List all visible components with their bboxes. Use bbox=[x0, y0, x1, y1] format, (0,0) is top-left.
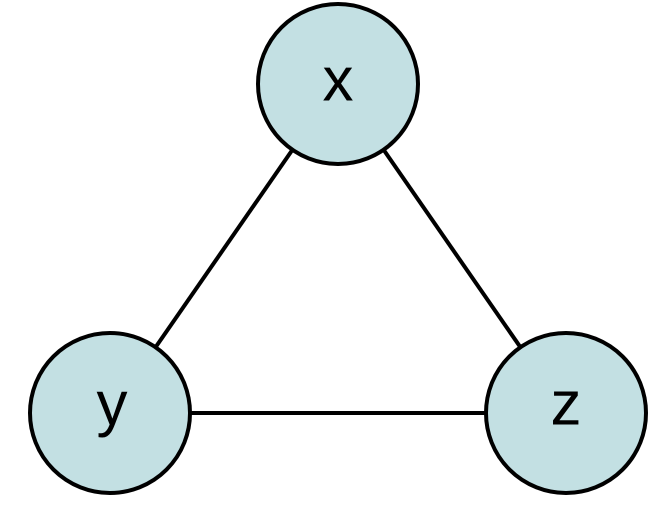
node-y-label: y bbox=[97, 370, 128, 439]
node-y: y bbox=[28, 331, 192, 495]
node-x: x bbox=[256, 2, 420, 166]
node-z: z bbox=[484, 331, 648, 495]
node-x-circle bbox=[256, 2, 420, 166]
node-z-circle bbox=[484, 331, 648, 495]
node-z-label: z bbox=[551, 370, 582, 439]
node-y-circle bbox=[28, 331, 192, 495]
node-x-label: x bbox=[323, 46, 354, 115]
